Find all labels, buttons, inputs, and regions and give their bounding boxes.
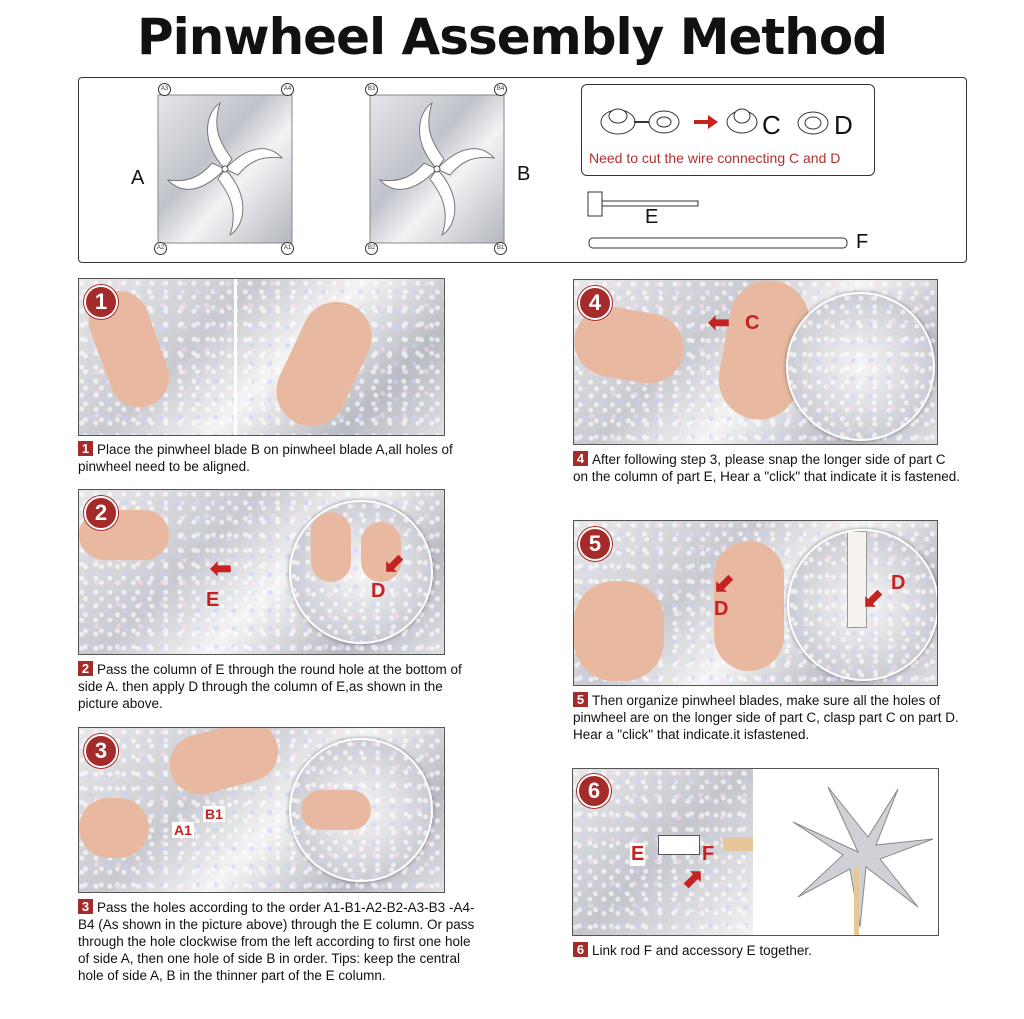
step-4-badge: 4 [578,286,612,320]
cd-parts-box [581,84,875,176]
step-2-num: 2 [78,661,93,676]
step-2-callout-d: D [371,580,386,602]
arrow-icon: ⬅ [708,307,730,337]
step-3-callout-b1: B1 [203,806,225,822]
part-e-image [587,191,699,217]
step-3-num: 3 [78,899,93,914]
step-3-callout-a1: A1 [172,822,194,838]
corner-b1: B1 [494,242,507,255]
part-d-image [797,111,829,135]
step-1-photo [78,278,445,436]
corner-b2: B2 [365,242,378,255]
step-5-callout-d-inset: D [891,572,906,594]
arrow-icon: ⬋ [862,583,884,613]
part-f-label: F [856,231,869,253]
step-6-photo [572,768,939,936]
pinwheel-image [792,786,934,935]
page-title: Pinwheel Assembly Method [137,8,888,66]
step-4-callout-c: C [745,312,760,334]
step-3-badge: 3 [84,734,118,768]
step-1-num: 1 [78,441,93,456]
blade-a-label: A [131,167,145,189]
step-5-callout-d: D [714,598,729,620]
step-4-photo [573,279,938,445]
step-3-photo [78,727,445,893]
arrow-icon: ⬋ [383,548,405,578]
corner-a4: A4 [281,83,294,96]
step-5-badge: 5 [578,527,612,561]
corner-a1: A1 [281,242,294,255]
step-6-num: 6 [573,942,588,957]
part-f-image [588,237,848,249]
arrow-icon: ⬋ [713,568,735,598]
corner-b4: B4 [494,83,507,96]
step-6-badge: 6 [577,774,611,808]
blade-b-image [369,94,505,244]
step-5-num: 5 [573,692,588,707]
step-4-num: 4 [573,451,588,466]
corner-b3: B3 [365,83,378,96]
arrow-icon: ⬈ [682,863,704,893]
part-d-label: D [834,110,853,140]
step-1-badge: 1 [84,285,118,319]
part-c-label: C [762,110,781,140]
part-e-label: E [645,206,659,228]
corner-a3: A3 [158,83,171,96]
step-6-callout-f: F [702,843,715,865]
corner-a2: A2 [154,242,167,255]
step-2-photo [78,489,445,655]
step-2-callout-e: E [206,589,220,611]
cd-cut-note: Need to cut the wire connecting C and D [589,150,841,166]
step-2-badge: 2 [84,496,118,530]
step-5-photo [573,520,938,686]
blade-a-image [157,94,293,244]
arrow-icon: ⬅ [210,553,232,583]
cd-connected-image [600,108,758,135]
step-6-callout-e: E [630,843,646,866]
parts-overview [78,77,967,263]
blade-b-label: B [517,163,531,185]
